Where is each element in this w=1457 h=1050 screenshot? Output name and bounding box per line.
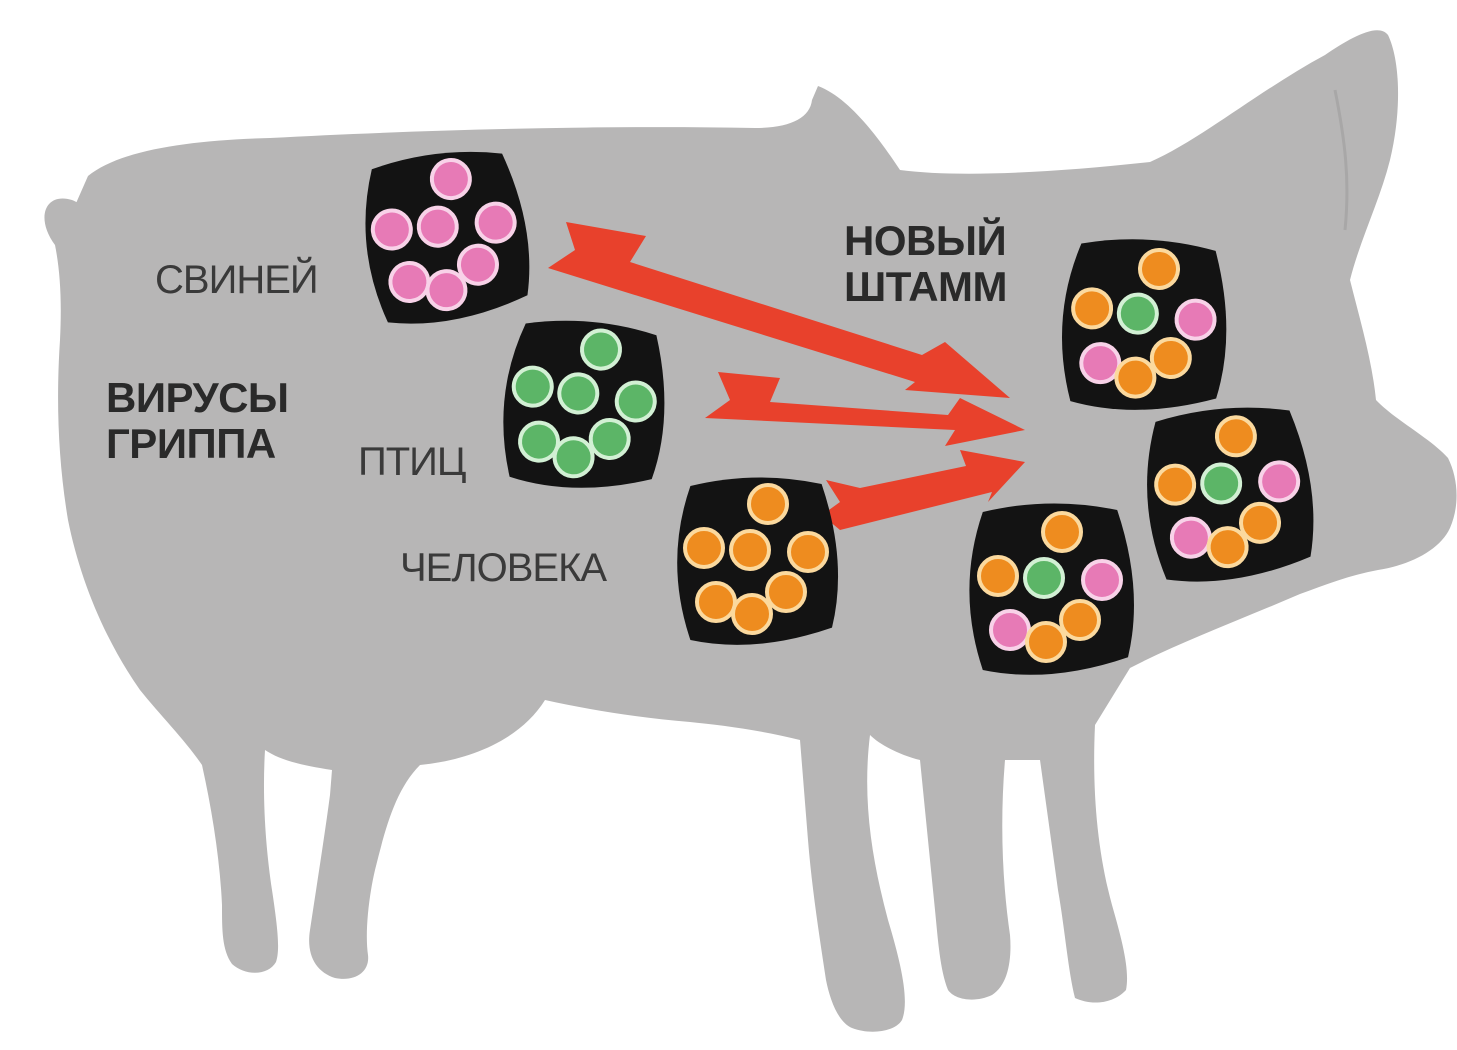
swine-segment (371, 209, 413, 251)
bird-segment (512, 366, 554, 408)
human-segment (767, 573, 805, 611)
swine-segment (1171, 517, 1212, 558)
bird-segment (1025, 559, 1063, 597)
new-strain-virus-1 (1057, 234, 1233, 416)
swine-segment (417, 206, 459, 248)
swine-segment (1175, 299, 1216, 340)
human-segment (1027, 623, 1065, 661)
bird-virus (496, 314, 673, 497)
swine-segment (389, 261, 431, 303)
human-segment (749, 485, 787, 523)
bird-segment (1118, 293, 1159, 334)
swine-label: СВИНЕЙ (155, 258, 318, 303)
swine-segment (1259, 461, 1300, 502)
human-segment (979, 557, 1017, 595)
human-segment (1061, 601, 1099, 639)
human-segment (1043, 513, 1081, 551)
bird-segment (553, 436, 595, 478)
human-segment (1207, 527, 1248, 568)
swine-segment (426, 269, 468, 311)
swine-segment (1083, 561, 1121, 599)
bird-segment (615, 381, 657, 423)
new-strain-label: НОВЫЙ ШТАММ (844, 218, 1007, 310)
human-virus (677, 477, 838, 644)
human-segment (789, 533, 827, 571)
human-segment (1216, 416, 1257, 457)
human-segment (1072, 288, 1113, 329)
human-segment (1115, 357, 1156, 398)
new-strain-virus-3 (969, 503, 1134, 674)
new-strain-virus-2 (1142, 403, 1318, 585)
birds-label: ПТИЦ (358, 440, 466, 485)
human-segment (697, 583, 735, 621)
human-segment (1151, 338, 1192, 379)
human-segment (733, 595, 771, 633)
swine-segment (430, 158, 472, 200)
swine-segment (991, 611, 1029, 649)
human-segment (1155, 464, 1196, 505)
bird-segment (589, 418, 631, 460)
human-segment (685, 529, 723, 567)
bird-segment (580, 329, 622, 371)
human-segment (731, 531, 769, 569)
human-segment (1139, 249, 1180, 290)
bird-segment (1201, 463, 1242, 504)
human-label: ЧЕЛОВЕКА (400, 546, 606, 591)
flu-viruses-label: ВИРУСЫ ГРИППА (106, 375, 289, 467)
bird-segment (557, 373, 599, 415)
swine-segment (475, 202, 517, 244)
swine-virus (358, 145, 535, 328)
